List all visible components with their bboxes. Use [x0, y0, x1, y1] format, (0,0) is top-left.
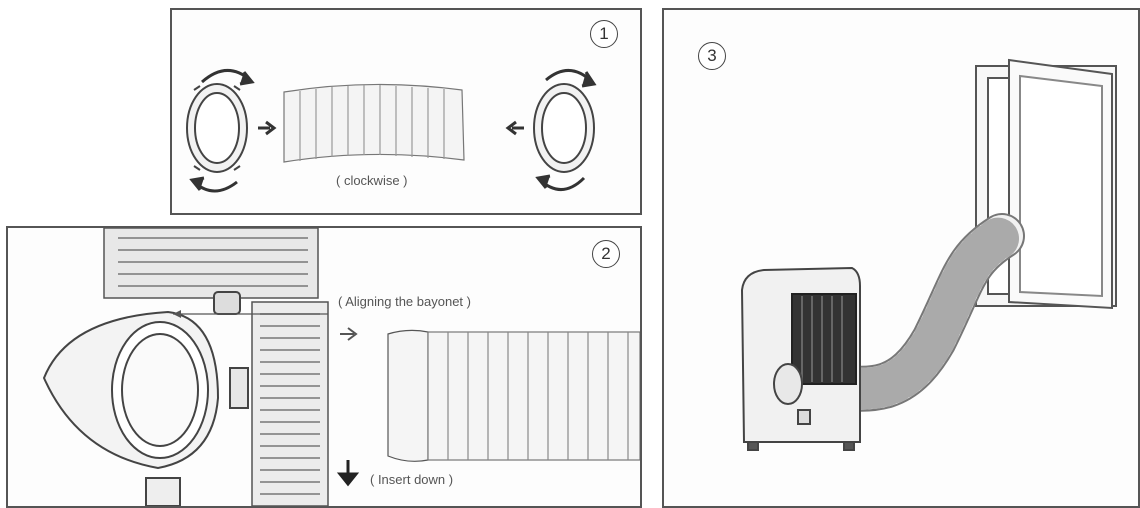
step-1-caption: ( clockwise )	[336, 173, 408, 188]
push-arrow-icon	[505, 120, 524, 136]
step-number-badge: 2	[592, 240, 620, 268]
exhaust-hose	[283, 83, 465, 163]
power-socket	[145, 477, 181, 506]
step-2-caption-align: ( Aligning the bayonet )	[338, 294, 471, 309]
step-1-panel: 1 ( clockwise )	[170, 8, 642, 215]
clockwise-arrow-icon	[535, 69, 597, 191]
step-1-illustration	[186, 69, 597, 193]
window-frame	[975, 58, 1117, 310]
step-2-caption-insert: ( Insert down )	[370, 472, 454, 487]
right-adapter-ring	[533, 83, 595, 173]
push-arrow-icon	[258, 120, 277, 136]
alignment-arrow-icon	[173, 310, 181, 318]
portable-air-conditioner	[740, 266, 861, 451]
side-latch	[229, 367, 249, 409]
arrow-down-icon	[336, 460, 360, 487]
exhaust-hose	[387, 329, 640, 462]
step-2-illustration	[42, 228, 640, 506]
hose-adapter-plate	[42, 310, 220, 470]
step-2-panel: 2 ( Aligning the bayonet ) ( Insert down…	[6, 226, 642, 508]
direction-arrow-icon	[340, 327, 358, 341]
step-3-panel: 3	[662, 8, 1140, 508]
unit-top-grille	[103, 228, 319, 299]
clockwise-arrow-icon	[189, 69, 255, 193]
step-number-badge: 3	[698, 42, 726, 70]
step-number-badge: 1	[590, 20, 618, 48]
left-adapter-ring	[186, 83, 248, 173]
exhaust-outlet-grille	[251, 301, 329, 506]
step-3-illustration	[740, 58, 1117, 451]
bayonet-clip	[213, 291, 241, 315]
